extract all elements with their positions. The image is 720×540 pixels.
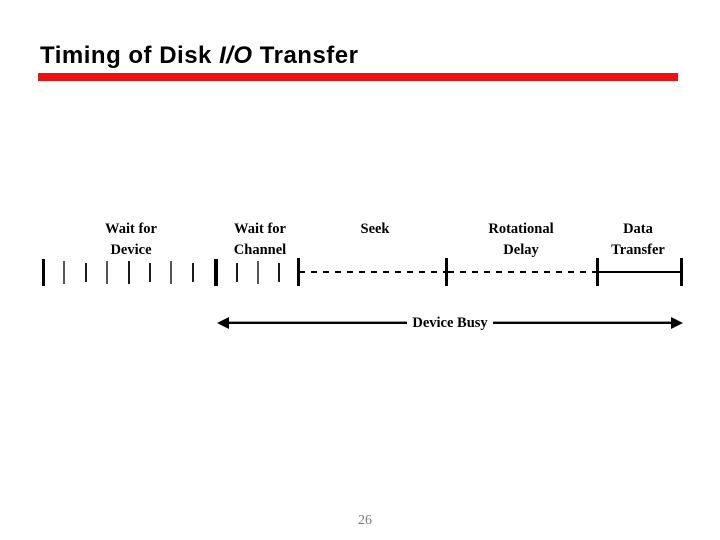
label-wait-for-device: Wait for Device (105, 219, 157, 261)
data-transfer-start-tick (596, 258, 599, 286)
label-line: Wait for (105, 221, 157, 237)
hatch-tick (42, 259, 45, 286)
label-rotational-delay: Rotational Delay (488, 219, 553, 261)
hatch-tick (236, 263, 238, 282)
hatch-tick (257, 261, 259, 284)
device-busy-arrow: Device Busy (217, 314, 683, 332)
label-line: Channel (233, 242, 287, 258)
label-line: Delay (503, 242, 539, 258)
title-text-pre: Timing of Disk (40, 42, 220, 69)
hatch-tick (278, 263, 280, 282)
label-line: Seek (360, 221, 390, 237)
hatch-tick (170, 261, 172, 284)
label-line: Transfer (611, 242, 665, 258)
hatch-tick-boundary (214, 259, 218, 286)
data-transfer-solid-line (598, 271, 681, 273)
label-line: Device (110, 242, 152, 258)
hatch-tick (106, 261, 108, 284)
seek-start-tick (297, 258, 300, 286)
title-underline-bar (38, 73, 678, 81)
hatch-tick (192, 263, 194, 282)
page-title: Timing of Disk I/O Transfer (40, 42, 358, 70)
label-line: Data (623, 221, 653, 237)
rotational-delay-dashed-line (448, 271, 597, 273)
label-line: Rotational (488, 221, 554, 237)
label-seek: Seek (361, 219, 390, 240)
hatch-tick (85, 263, 87, 282)
rotational-delay-start-tick (445, 258, 448, 286)
label-wait-for-channel: Wait for Channel (234, 219, 286, 261)
arrow-shaft-left (229, 322, 408, 324)
hatch-tick (63, 261, 65, 284)
data-transfer-end-tick (680, 258, 683, 286)
label-line: Wait for (234, 221, 286, 237)
arrowhead-left-icon (217, 317, 229, 329)
arrowhead-right-icon (671, 317, 683, 329)
hatch-tick (149, 263, 151, 282)
device-busy-label: Device Busy (412, 314, 488, 331)
page-number: 26 (358, 513, 372, 528)
title-text-post: Transfer (252, 42, 359, 69)
arrow-shaft-right (492, 322, 671, 324)
hatch-tick (128, 261, 130, 284)
title-text-italic: I/O (219, 42, 253, 69)
seek-dashed-line (299, 271, 446, 273)
label-data-transfer: Data Transfer (611, 219, 665, 261)
